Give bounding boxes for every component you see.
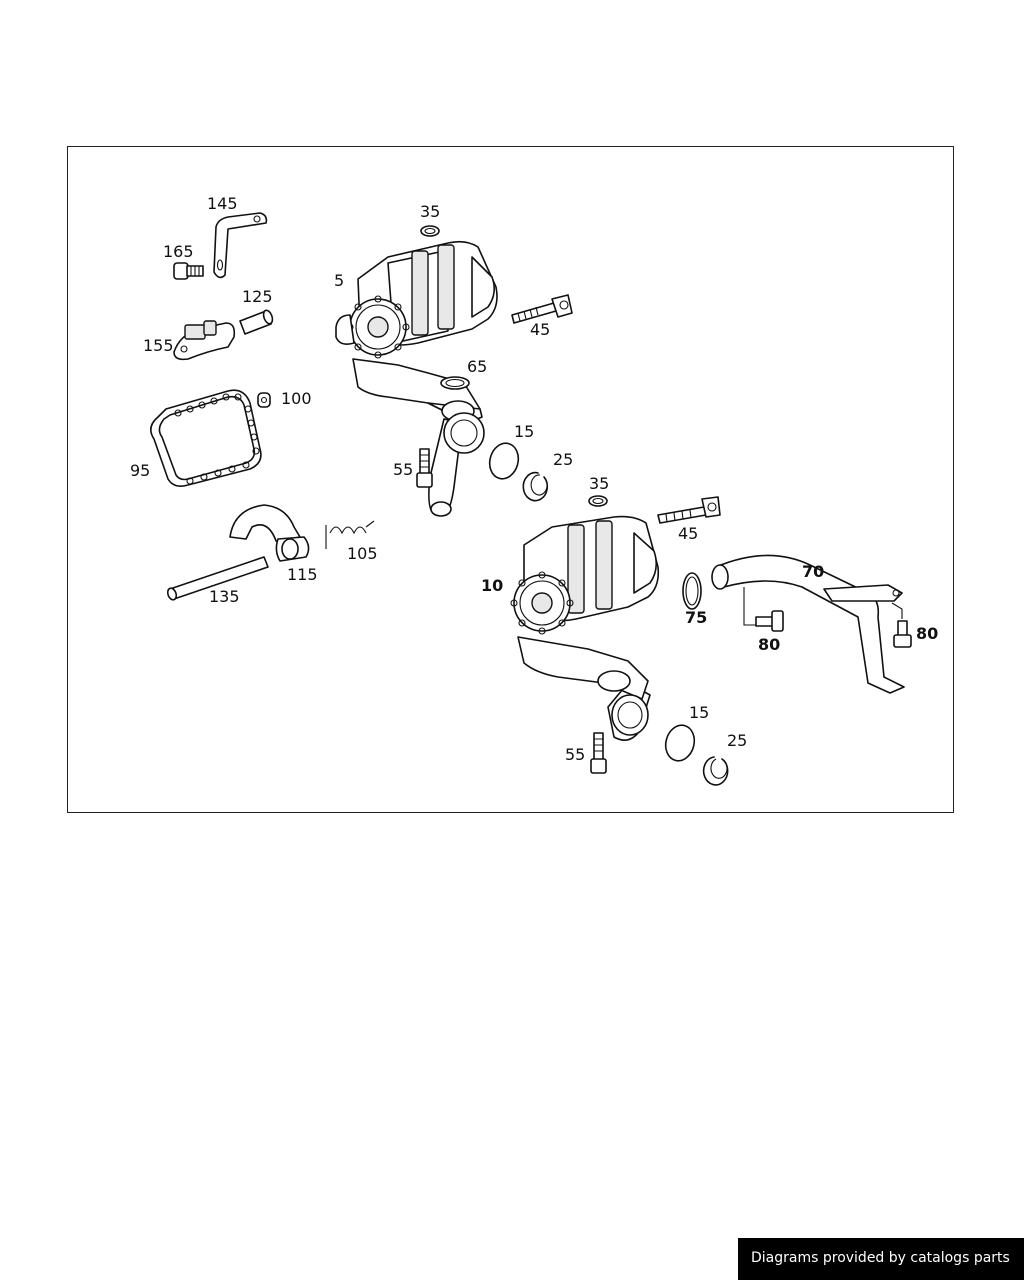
callout-115: 115 [287, 565, 318, 584]
part-15-o-ring-lower [664, 724, 696, 762]
callout-70: 70 [802, 562, 824, 581]
part-100-chain-link [257, 392, 271, 408]
part-55-bolt-upper [416, 448, 433, 488]
part-95-chain [150, 389, 262, 487]
callout-145: 145 [207, 194, 238, 213]
callout-105: 105 [347, 544, 378, 563]
callout-55-lower: 55 [565, 745, 585, 764]
part-115-chain-guide [229, 504, 310, 562]
callout-80-left: 80 [758, 635, 780, 654]
callout-25-upper: 25 [553, 450, 573, 469]
callout-135: 135 [209, 587, 240, 606]
part-145-bracket [213, 212, 268, 279]
callout-35-lower: 35 [589, 474, 609, 493]
callout-125: 125 [242, 287, 273, 306]
footer-credit-text: Diagrams provided by catalogs parts [751, 1250, 1010, 1266]
callout-165: 165 [163, 242, 194, 261]
callout-75: 75 [685, 608, 707, 627]
part-165-bolt [173, 262, 204, 280]
callout-155: 155 [143, 336, 174, 355]
part-105-spring [325, 520, 375, 549]
part-35-washer-upper [420, 225, 440, 237]
part-10-oil-pump [510, 515, 660, 741]
callout-35-upper: 35 [420, 202, 440, 221]
part-25-circlip-upper [522, 471, 549, 502]
callout-55-upper: 55 [393, 460, 413, 479]
part-45-bolt-lower [657, 496, 721, 524]
callout-100: 100 [281, 389, 312, 408]
callout-95: 95 [130, 461, 150, 480]
callout-80-right: 80 [916, 624, 938, 643]
callout-25-lower: 25 [727, 731, 747, 750]
part-80-bolt-right [891, 602, 912, 648]
callout-45-upper: 45 [530, 320, 550, 339]
part-55-bolt-lower [590, 732, 607, 774]
part-125-pin [239, 309, 274, 335]
part-75-seal [682, 572, 702, 610]
callout-15-lower: 15 [689, 703, 709, 722]
part-25-circlip-lower [702, 756, 729, 786]
part-35-washer-lower [588, 495, 608, 507]
part-45-bolt-upper [511, 294, 573, 324]
callout-45-lower: 45 [678, 524, 698, 543]
callout-10: 10 [481, 576, 503, 595]
callout-65: 65 [467, 357, 487, 376]
part-135-rod [166, 556, 269, 601]
part-15-o-ring-upper [488, 442, 520, 480]
exploded-parts-diagram: 145 165 125 155 100 95 5 35 45 65 15 25 … [130, 194, 938, 786]
part-70-oil-tube [711, 554, 905, 694]
parts-diagram-frame: 145 165 125 155 100 95 5 35 45 65 15 25 … [67, 146, 954, 813]
part-80-bolt-left [743, 587, 784, 632]
footer-credit-banner: Diagrams provided by catalogs parts [738, 1238, 1024, 1280]
callout-5: 5 [334, 271, 344, 290]
callout-15-upper: 15 [514, 422, 534, 441]
part-5-oil-pump [335, 240, 498, 517]
part-65-seal [440, 376, 470, 390]
part-155-tensioner [173, 320, 236, 361]
